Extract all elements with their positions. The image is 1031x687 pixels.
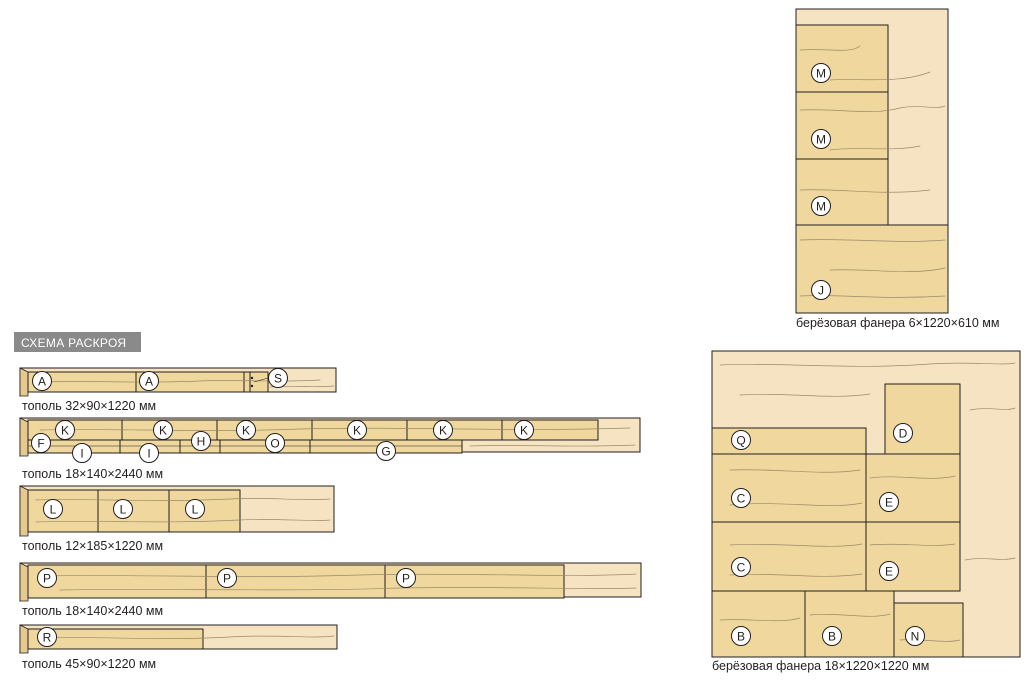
part-label-D: D	[893, 423, 913, 443]
part-label-L: L	[43, 499, 63, 519]
part-label-K: K	[514, 420, 534, 440]
svg-text:P: P	[43, 571, 51, 585]
svg-text:K: K	[159, 423, 167, 437]
part-label-P: P	[217, 568, 237, 588]
svg-text:K: K	[61, 423, 69, 437]
board-5-label: тополь 45×90×1220 мм	[22, 657, 156, 671]
svg-text:O: O	[270, 436, 279, 450]
part-label-K: K	[236, 420, 256, 440]
part-label-I: I	[72, 443, 92, 463]
sheet-2	[711, 350, 1021, 658]
svg-text:R: R	[43, 630, 52, 644]
board-1	[19, 367, 337, 397]
svg-text:C: C	[737, 491, 746, 505]
board-2	[19, 417, 641, 457]
part-label-K: K	[153, 420, 173, 440]
svg-text:M: M	[816, 132, 826, 146]
part-label-K: K	[55, 420, 75, 440]
board-1-label: тополь 32×90×1220 мм	[22, 399, 156, 413]
svg-text:A: A	[38, 374, 46, 388]
svg-text:N: N	[911, 629, 920, 643]
svg-text:K: K	[520, 423, 528, 437]
part-label-I: I	[139, 443, 159, 463]
part-label-K: K	[347, 420, 367, 440]
sheet-1-label: берёзовая фанера 6×1220×610 мм	[796, 316, 999, 330]
svg-text:M: M	[816, 199, 826, 213]
svg-text:P: P	[402, 571, 410, 585]
svg-text:F: F	[37, 436, 44, 450]
part-label-J: J	[811, 280, 831, 300]
sheet-1	[795, 8, 949, 314]
title-text: СХЕМА РАСКРОЯ	[21, 336, 126, 350]
svg-text:K: K	[353, 423, 361, 437]
svg-text:D: D	[899, 426, 908, 440]
part-label-M: M	[811, 63, 831, 83]
svg-text:L: L	[192, 502, 199, 516]
part-label-Q: Q	[731, 430, 751, 450]
part-label-B: B	[731, 626, 751, 646]
part-label-S: S	[268, 368, 288, 388]
board-4-label: тополь 18×140×2440 мм	[22, 604, 163, 618]
part-label-O: O	[265, 433, 285, 453]
svg-text:L: L	[120, 502, 127, 516]
part-label-P: P	[37, 568, 57, 588]
board-2-label: тополь 18×140×2440 мм	[22, 467, 163, 481]
part-label-A: A	[139, 371, 159, 391]
diagram-title: СХЕМА РАСКРОЯ	[14, 332, 141, 352]
svg-text:B: B	[828, 629, 836, 643]
part-label-H: H	[191, 431, 211, 451]
board-3-label: тополь 12×185×1220 мм	[22, 539, 163, 553]
part-label-R: R	[37, 627, 57, 647]
svg-text:S: S	[274, 371, 282, 385]
board-3	[19, 485, 335, 537]
svg-text:K: K	[242, 423, 250, 437]
part-label-L: L	[113, 499, 133, 519]
svg-text:C: C	[737, 560, 746, 574]
svg-text:P: P	[223, 571, 231, 585]
board-5	[19, 624, 338, 654]
sheet-2-label: берёзовая фанера 18×1220×1220 мм	[712, 659, 929, 673]
part-label-C: C	[731, 488, 751, 508]
part-label-L: L	[185, 499, 205, 519]
part-label-M: M	[811, 129, 831, 149]
part-label-M: M	[811, 196, 831, 216]
svg-text:A: A	[145, 374, 153, 388]
svg-text:K: K	[439, 423, 447, 437]
part-label-K: K	[433, 420, 453, 440]
part-label-E: E	[879, 561, 899, 581]
svg-text:I: I	[80, 446, 83, 460]
svg-text:I: I	[147, 446, 150, 460]
svg-text:G: G	[381, 444, 390, 458]
part-label-C: C	[731, 557, 751, 577]
part-label-P: P	[396, 568, 416, 588]
svg-text:L: L	[50, 502, 57, 516]
part-label-B: B	[822, 626, 842, 646]
svg-text:E: E	[885, 564, 893, 578]
part-label-E: E	[879, 492, 899, 512]
part-label-A: A	[32, 371, 52, 391]
part-label-N: N	[905, 626, 925, 646]
svg-text:H: H	[197, 434, 206, 448]
svg-text:B: B	[737, 629, 745, 643]
svg-text:J: J	[818, 283, 824, 297]
part-label-F: F	[31, 433, 51, 453]
svg-text:Q: Q	[736, 433, 745, 447]
part-label-G: G	[376, 441, 396, 461]
svg-text:M: M	[816, 66, 826, 80]
svg-text:E: E	[885, 495, 893, 509]
board-4	[19, 562, 642, 602]
